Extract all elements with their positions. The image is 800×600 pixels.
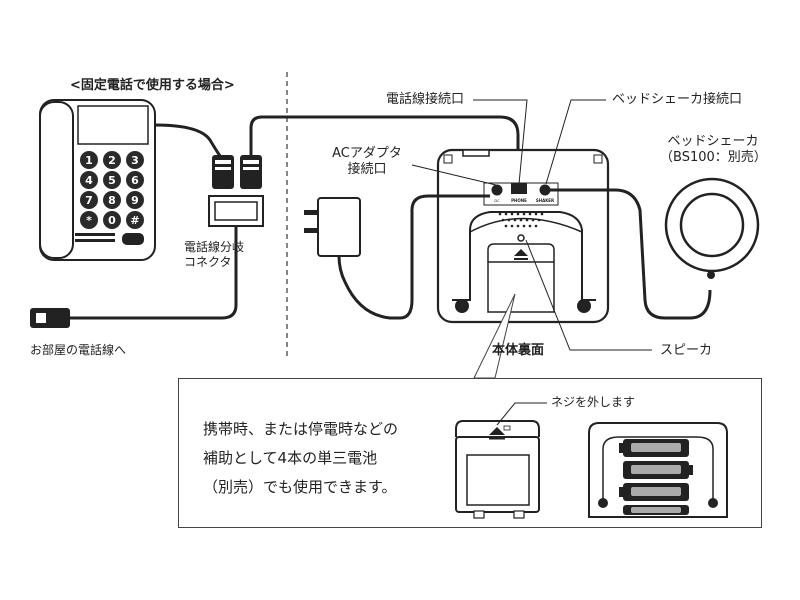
battery-info-text: 携帯時、または停電時などの 補助として4本の単三電池 （別売）でも使用できます。 (203, 415, 398, 502)
device-foot-left (455, 299, 469, 313)
battery-cover-removed (455, 420, 540, 519)
landline-telephone: 1 2 3 4 5 6 7 8 9 * 0 # (39, 99, 156, 261)
bed-shaker (664, 177, 760, 279)
svg-text:DC: DC (494, 199, 500, 203)
ac-adapter (304, 194, 490, 320)
keypad-key (80, 171, 98, 189)
battery-info-line-3: （別売）でも使用できます。 (203, 478, 397, 496)
shaker-port-marking: SHAKER (536, 198, 554, 203)
battery-compartment (588, 422, 728, 518)
battery-cover (487, 243, 555, 313)
keypad-key (126, 191, 144, 209)
keypad-key-label: 9 (131, 194, 139, 207)
keypad-key-label: 7 (85, 194, 93, 207)
speaker-label: スピーカ (660, 343, 713, 358)
keypad-key-label: 4 (85, 174, 93, 187)
left-section-heading: <固定電話で使用する場合> (70, 78, 235, 93)
keypad-key (126, 171, 144, 189)
keypad-key (80, 211, 98, 229)
phone-port (511, 183, 527, 194)
phone-port-marking: PHONE (511, 198, 527, 203)
telephone-keypad: 1 2 3 4 5 6 7 8 9 * 0 # (80, 151, 144, 229)
device-back-view: DC PHONE SHAKER (436, 148, 610, 324)
telephone-display (77, 105, 149, 145)
telephone-line-splitter (208, 195, 264, 227)
keypad-key-label: 2 (108, 154, 116, 167)
keypad-key-label: 1 (85, 154, 93, 167)
keypad-key-label: # (130, 214, 139, 227)
keypad-key-label: * (86, 214, 92, 227)
keypad-key (80, 191, 98, 209)
keypad-key (80, 151, 98, 169)
keypad-key-label: 8 (108, 194, 116, 207)
splitter-label: 電話線分岐 コネクタ (184, 240, 244, 270)
keypad-key-label: 3 (131, 154, 139, 167)
device-foot-right (577, 299, 591, 313)
room-line-cord (70, 226, 238, 320)
battery-info-line-1: 携帯時、または停電時などの (203, 420, 399, 438)
bed-shaker-label-line1: ベッドシェーカ (667, 134, 759, 149)
splitter-label-line2: コネクタ (184, 255, 232, 269)
ac-adapter-port-label-line1: ACアダプタ (332, 146, 402, 161)
keypad-key (103, 211, 121, 229)
keypad-key-label: 5 (108, 174, 116, 187)
battery-info-callout: 携帯時、または停電時などの 補助として4本の単三電池 （別売）でも使用できます。… (178, 378, 762, 528)
back-view-caption: 本体裏面 (492, 343, 545, 358)
keypad-key-label: 0 (108, 214, 116, 227)
room-line-label: お部屋の電話線へ (30, 343, 127, 357)
keypad-key-label: 6 (131, 174, 139, 187)
phone-cord (154, 123, 224, 160)
modular-plug-right (240, 155, 262, 189)
device-phone-cord (249, 115, 520, 190)
phone-line-port-label: 電話線接続口 (386, 92, 465, 107)
bed-shaker-port-label: ベッドシェーカ接続口 (612, 92, 743, 107)
ac-adapter-port-label: ACアダプタ 接続口 (322, 146, 412, 178)
screw-note: ネジを外します (551, 395, 636, 409)
ac-adapter-port-label-line2: 接続口 (347, 162, 387, 177)
keypad-key (103, 171, 121, 189)
ac-adapter-port (491, 184, 503, 196)
battery-info-line-2: 補助として4本の単三電池 (203, 449, 378, 467)
bed-shaker-cord (545, 188, 712, 320)
speaker-grille (498, 212, 544, 228)
bed-shaker-label: ベッドシェーカ （BS100：別売） (660, 134, 767, 166)
port-panel: DC PHONE SHAKER (483, 182, 559, 206)
room-line-plug (30, 308, 70, 328)
splitter-label-line1: 電話線分岐 (184, 240, 245, 254)
keypad-key (126, 211, 144, 229)
bed-shaker-label-line2: （BS100：別売） (660, 150, 767, 165)
keypad-key (103, 151, 121, 169)
modular-plug-left (212, 155, 234, 189)
keypad-key (126, 151, 144, 169)
battery-illustrations (455, 402, 728, 519)
keypad-key (103, 191, 121, 209)
telephone-handset (39, 101, 74, 259)
